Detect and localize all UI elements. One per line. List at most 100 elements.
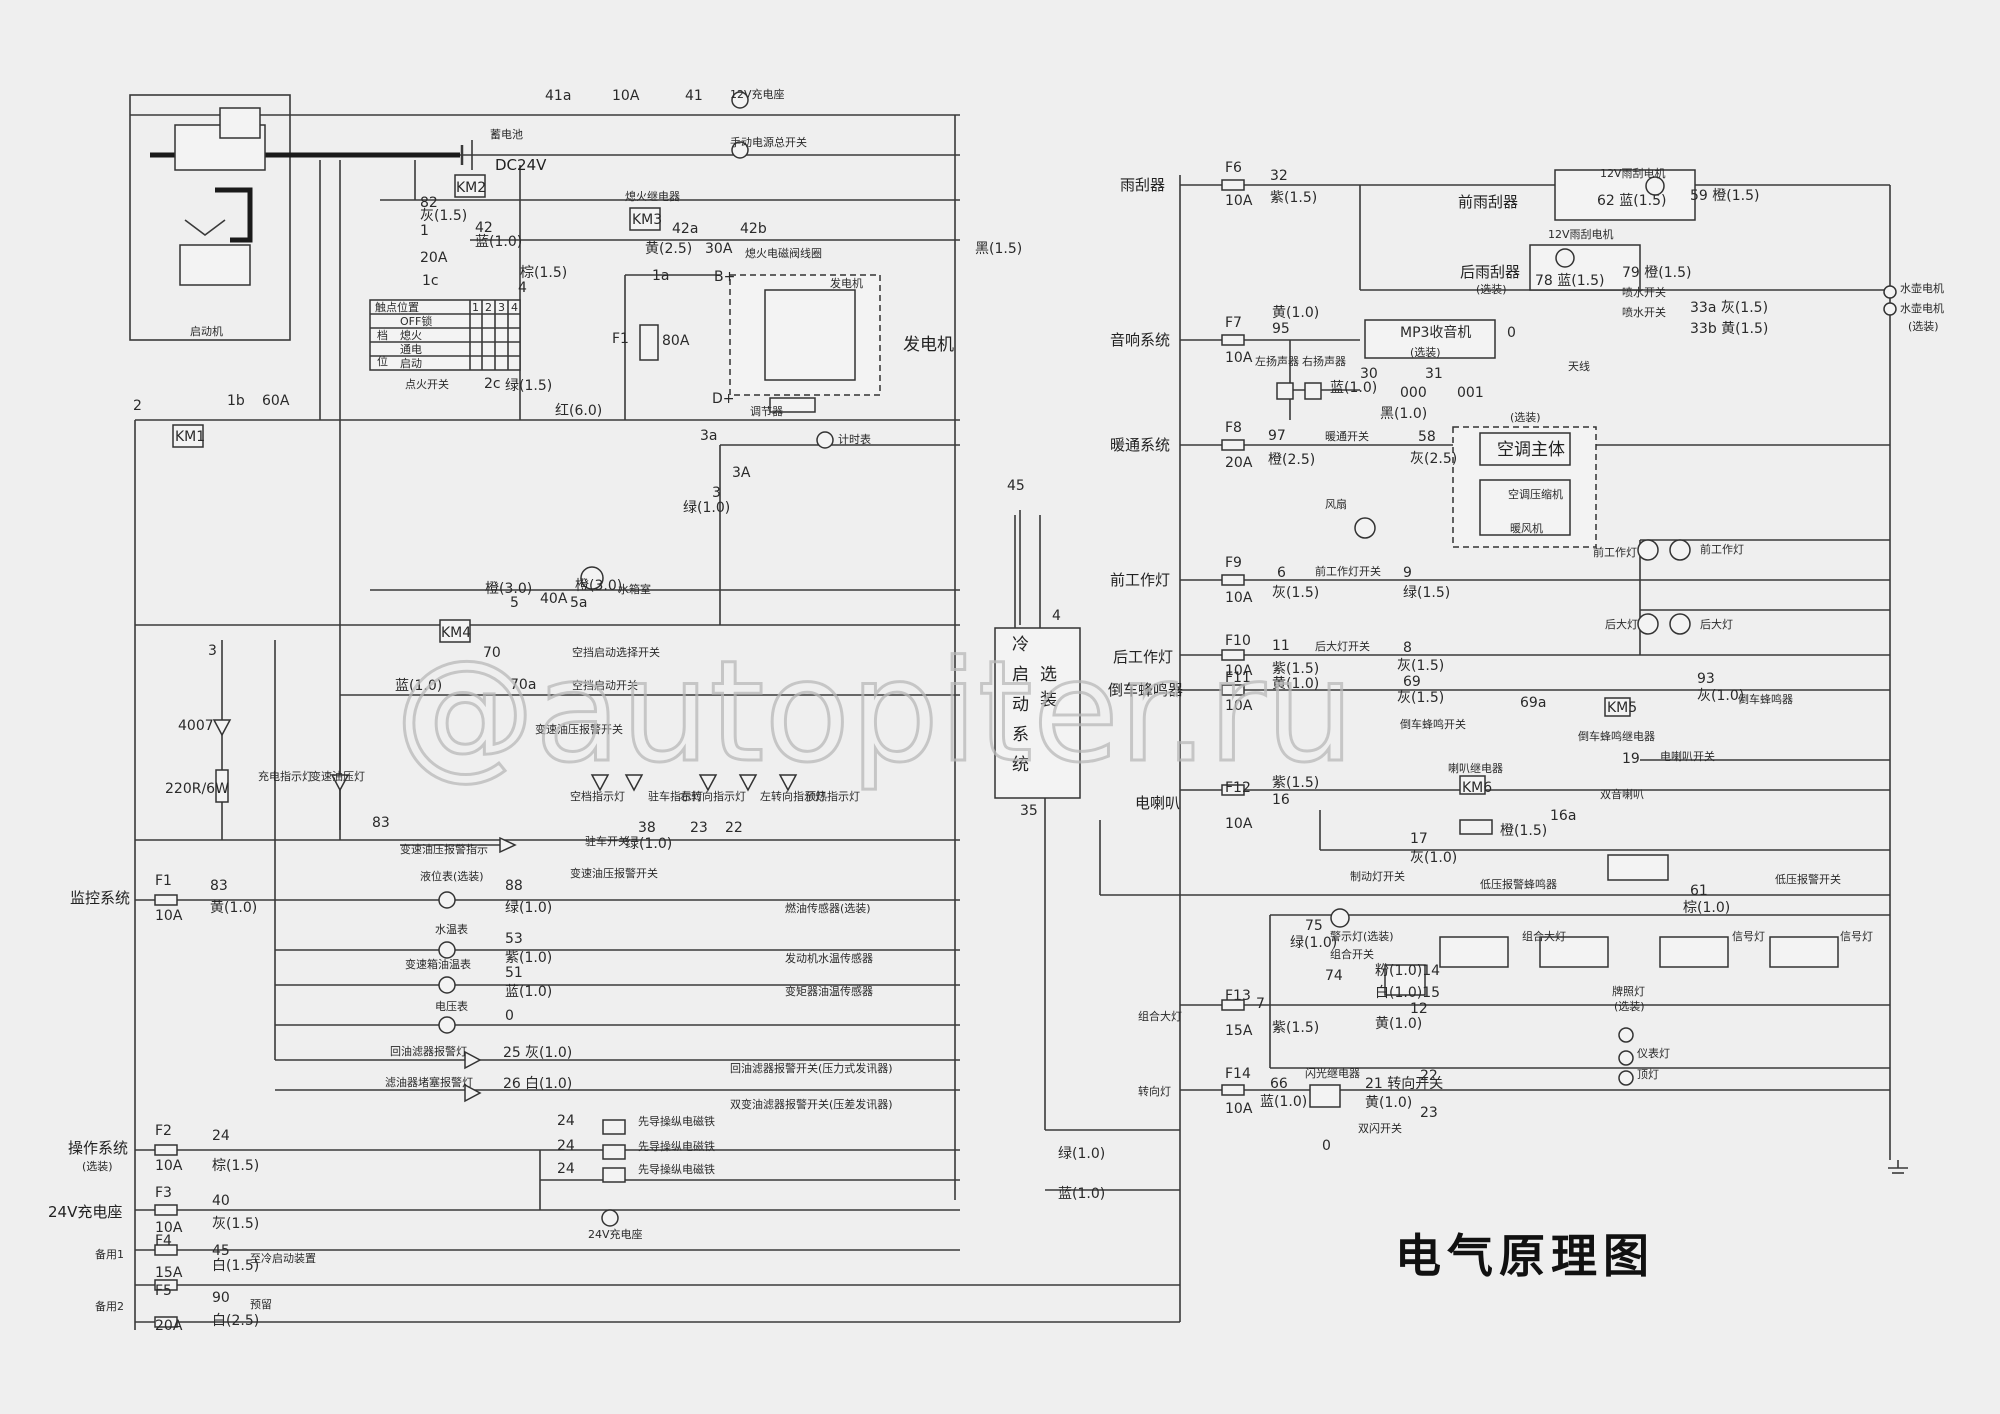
operate-wire-c: 24 (557, 1161, 575, 1177)
combo-switch-label: 组合开关 (1330, 947, 1374, 961)
wire-70: 70 (483, 645, 501, 661)
horn-w16a: 16a (1550, 808, 1576, 824)
wiper-w33b: 33b 黄(1.5) (1690, 320, 1768, 337)
wire-42a-color: 黄(2.5) (645, 240, 692, 257)
wire-green10b: 绿(1.0) (625, 836, 672, 852)
rear-work-label: 后工作灯 (1113, 648, 1173, 666)
combo-w74: 74 (1325, 968, 1343, 984)
operate-wire: 24 (212, 1128, 230, 1144)
cold-start-1: 冷 (1012, 635, 1029, 655)
mp3-label: MP3收音机 (1400, 324, 1471, 341)
operate-amp: 10A (155, 1158, 183, 1174)
spare2-wire: 90 (212, 1290, 230, 1306)
front-work-w9: 9 (1403, 565, 1412, 581)
ac-system (1354, 426, 1597, 548)
trans-warn-label: 变速油压报警指示 (400, 842, 488, 856)
wire-green15: 绿(1.5) (505, 378, 552, 394)
buzzer-label: 倒车蜂鸣器 (1738, 692, 1793, 706)
dash-lamp-label: 仪表灯 (1637, 1046, 1670, 1060)
diode-label: 4007 (178, 718, 214, 734)
blower-label: 暖风机 (1510, 521, 1543, 535)
hvac-color: 橙(2.5) (1268, 452, 1315, 468)
reverse-switch-label: 倒车蜂鸣开关 (1400, 717, 1466, 731)
monitor-w25: 25 (503, 1045, 521, 1061)
wiper-wire: 32 (1270, 168, 1288, 184)
audio-w30: 30 (1360, 366, 1378, 382)
monitor-w0: 0 (505, 1008, 514, 1024)
watermark-text: @autopiter.ru (395, 631, 1354, 794)
wire-42-color: 蓝(1.0) (475, 234, 522, 250)
ignition-relay-label: 熄火继电器 (625, 189, 680, 203)
spare1-color: 白(1.5) (212, 1258, 259, 1274)
audio-w000: 000 (1400, 385, 1427, 401)
ign-table-h1: 1 (472, 301, 479, 314)
reverse-w69: 69 (1403, 674, 1421, 690)
generator-label: 发电机 (903, 335, 954, 355)
mp3-opt: (选装) (1410, 346, 1441, 359)
wire-41a: 41a (545, 88, 571, 104)
audio-label: 音响系统 (1110, 331, 1170, 349)
hvac-amp: 20A (1225, 455, 1253, 471)
combo-w75: 75 (1305, 918, 1323, 934)
horn-relay-label: 喇叭继电器 (1448, 761, 1503, 775)
monitor-w53: 53 (505, 931, 523, 947)
top-lamp-label: 顶灯 (1637, 1068, 1659, 1081)
diagram-title: 电气原理图 (1395, 1229, 1655, 1283)
cold-opt-2: 装 (1040, 690, 1057, 710)
monitor-c88: 绿(1.0) (505, 900, 552, 916)
front-work-lamp1: 前工作灯 (1593, 545, 1637, 559)
hazard-label: 双闪开关 (1358, 1121, 1402, 1135)
monitor-c83: 黄(1.0) (210, 899, 257, 916)
ac-start-label: 空挡启动开关 (572, 678, 638, 692)
wiper-amp: 10A (1225, 193, 1253, 209)
wiper-motor-label: 12V雨刮电机 (1600, 166, 1666, 180)
valve-a-label: 先导操纵电磁铁 (638, 1114, 715, 1128)
combo-fuse: F13 (1225, 988, 1251, 1004)
horn-switch-label: 电喇叭开关 (1660, 749, 1715, 763)
horn-label: 电喇叭 (1135, 794, 1180, 812)
combo-head-label: 组合大灯 (1522, 929, 1566, 943)
front-work-wire: 6 (1277, 565, 1286, 581)
wire-red60: 红(6.0) (555, 403, 602, 419)
reverse-color: 黄(1.0) (1272, 675, 1319, 692)
socket24-label: 24V充电座 (48, 1203, 122, 1221)
front-work-c9: 绿(1.5) (1403, 585, 1450, 601)
right-relays (1309, 697, 1631, 1108)
trans-oil-sw-label: 变速油压报警开关 (570, 866, 658, 880)
ign-table-r0: OFF锁 (400, 314, 432, 328)
trans-temp-label: 变速箱油温表 (405, 957, 471, 971)
fuse-10a: 10A (612, 88, 640, 104)
left-turn-label: 左转向指示灯 (760, 789, 826, 803)
socket24-color: 灰(1.5) (212, 1216, 259, 1232)
fan-label: 风扇 (1325, 497, 1347, 511)
rear-work-w8: 8 (1403, 640, 1412, 656)
audio-w001: 001 (1457, 385, 1484, 401)
wire-42a: 42a (672, 221, 698, 237)
solenoid-label: 熄火电磁阀线圈 (745, 246, 822, 260)
ign-table-h2: 2 (485, 301, 492, 314)
combo-c12: 黄(1.0) (1375, 1015, 1422, 1032)
wiper-label: 雨刮器 (1120, 176, 1165, 194)
rear-work-wire: 11 (1272, 638, 1290, 654)
rear-work-color: 紫(1.5) (1272, 661, 1319, 677)
monitor-c53: 紫(1.0) (505, 950, 552, 966)
trans-alarm-label: 变速油压报警开关 (535, 722, 623, 736)
wire-green10: 绿(1.0) (683, 500, 730, 516)
ground-symbol (1888, 1160, 1908, 1174)
reverse-w93: 93 (1697, 671, 1715, 687)
wire-35: 35 (1020, 803, 1038, 819)
combo-w12: 12 (1410, 1001, 1428, 1017)
reverse-w69a: 69a (1520, 695, 1546, 711)
wire-3b: 3 (208, 643, 217, 659)
manual-switch-label: 手动电源总开关 (730, 135, 807, 149)
pump-label-2: 水壶电机 (1900, 301, 1944, 315)
wire-45: 45 (1007, 478, 1025, 494)
monitor-c26: 白(1.0) (525, 1076, 572, 1092)
front-wiper-label: 前雨刮器 (1458, 193, 1518, 211)
spare2-note: 预留 (250, 1298, 272, 1311)
turn-w21: 21 转向开关 (1365, 1076, 1443, 1092)
spray-switch-2: 喷水开关 (1622, 305, 1666, 319)
park-switch-label: 驻车开关 (585, 834, 629, 848)
audio-system (1276, 319, 1496, 400)
